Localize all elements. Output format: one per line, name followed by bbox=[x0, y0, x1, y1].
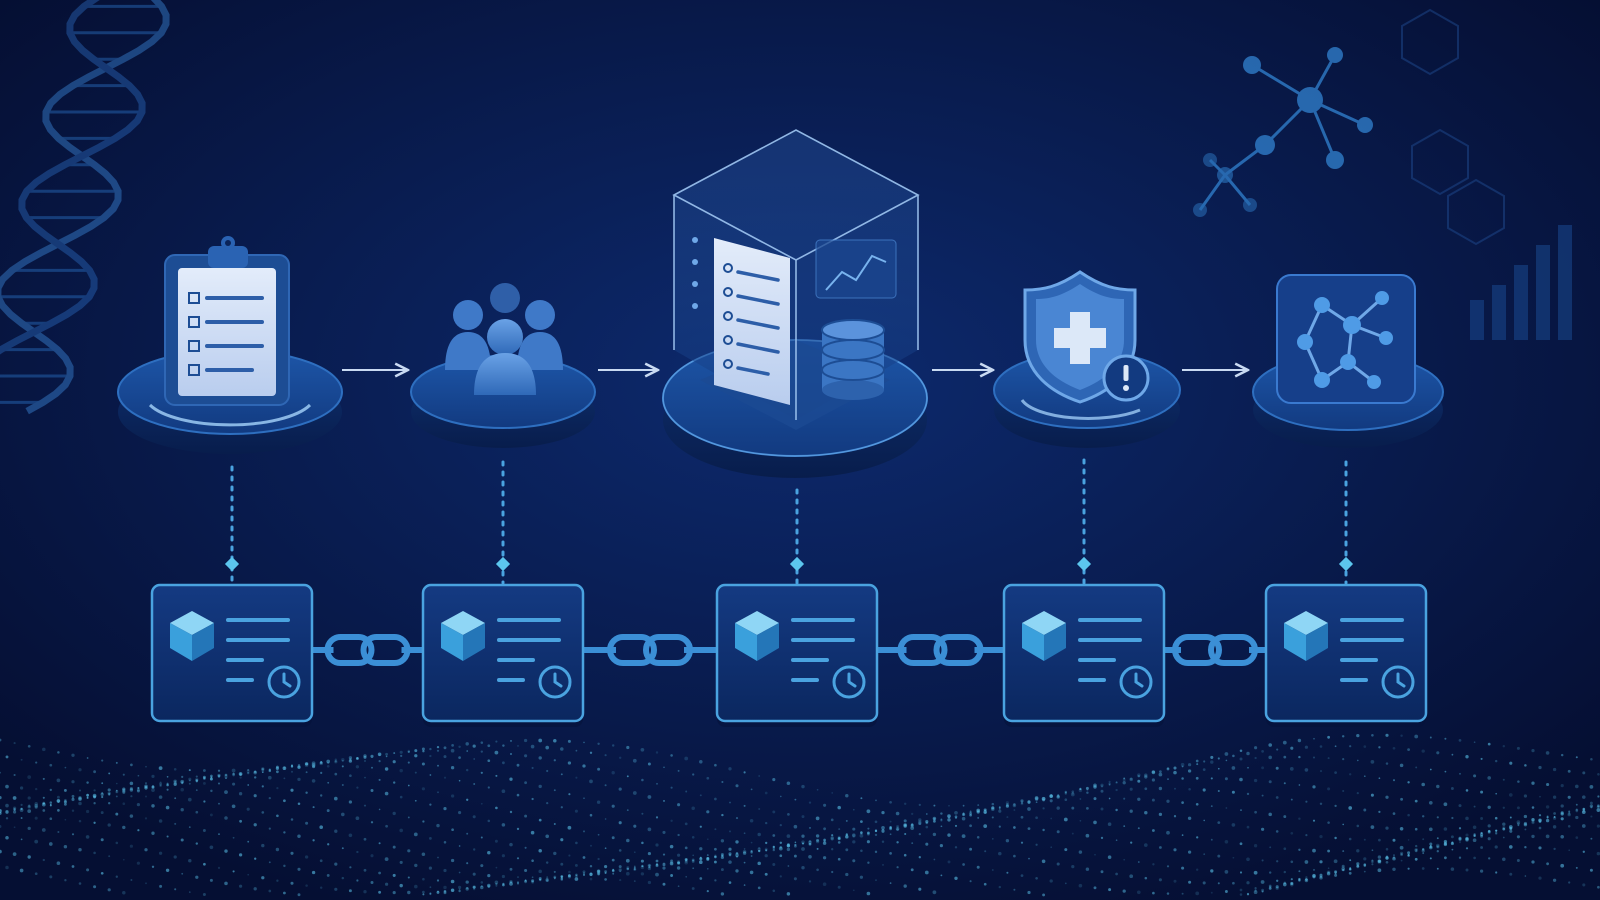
user-group-icon bbox=[445, 283, 563, 395]
clock-icon bbox=[1119, 665, 1153, 699]
chain-link-icon bbox=[877, 634, 1004, 666]
cube-icon bbox=[1284, 611, 1328, 661]
cube-icon bbox=[735, 611, 779, 661]
clipboard-checklist-icon bbox=[164, 236, 290, 406]
blockchain-ledger bbox=[150, 583, 1428, 727]
cube-icon bbox=[1022, 611, 1066, 661]
text-lines-icon bbox=[791, 618, 855, 682]
connector-node bbox=[224, 556, 240, 572]
hexagon-grid-icon bbox=[1401, 8, 1505, 246]
ledger-block[interactable] bbox=[421, 583, 585, 727]
ledger-block[interactable] bbox=[1264, 583, 1428, 727]
clock-icon bbox=[538, 665, 572, 699]
stage-data-vault[interactable] bbox=[662, 129, 928, 478]
text-lines-icon bbox=[1340, 618, 1404, 682]
ledger-block[interactable] bbox=[1002, 583, 1166, 727]
chain-link-icon bbox=[1164, 634, 1266, 666]
stage-user-group[interactable] bbox=[410, 283, 596, 448]
particle-wave bbox=[0, 733, 1600, 897]
connector-lines bbox=[224, 458, 1354, 585]
database-icon bbox=[821, 319, 885, 400]
molecule-icon bbox=[1193, 47, 1373, 217]
cube-icon bbox=[170, 611, 214, 661]
text-lines-icon bbox=[1078, 618, 1142, 682]
dna-helix-icon bbox=[0, 0, 170, 415]
data-vault-cube-icon bbox=[672, 129, 920, 430]
shield-medical-alert-icon bbox=[1023, 270, 1150, 404]
cube-icon bbox=[441, 611, 485, 661]
clock-icon bbox=[832, 665, 866, 699]
chain-links bbox=[312, 634, 1266, 666]
ledger-block[interactable] bbox=[150, 583, 314, 727]
clock-icon bbox=[267, 665, 301, 699]
stage-shield[interactable] bbox=[993, 270, 1181, 448]
chain-link-icon bbox=[583, 634, 717, 666]
stage-clipboard[interactable] bbox=[117, 236, 343, 454]
bar-chart-icon bbox=[1470, 225, 1572, 340]
clock-icon bbox=[1381, 665, 1415, 699]
text-lines-icon bbox=[497, 618, 561, 682]
connector-node bbox=[495, 556, 511, 572]
connector-node bbox=[1076, 556, 1092, 572]
connector-node bbox=[1338, 556, 1354, 572]
text-lines-icon bbox=[226, 618, 290, 682]
chain-link-icon bbox=[312, 634, 423, 666]
network-graph-icon bbox=[1276, 274, 1416, 404]
ledger-block[interactable] bbox=[715, 583, 879, 727]
connector-node bbox=[789, 556, 805, 572]
stage-network-graph[interactable] bbox=[1252, 274, 1444, 448]
